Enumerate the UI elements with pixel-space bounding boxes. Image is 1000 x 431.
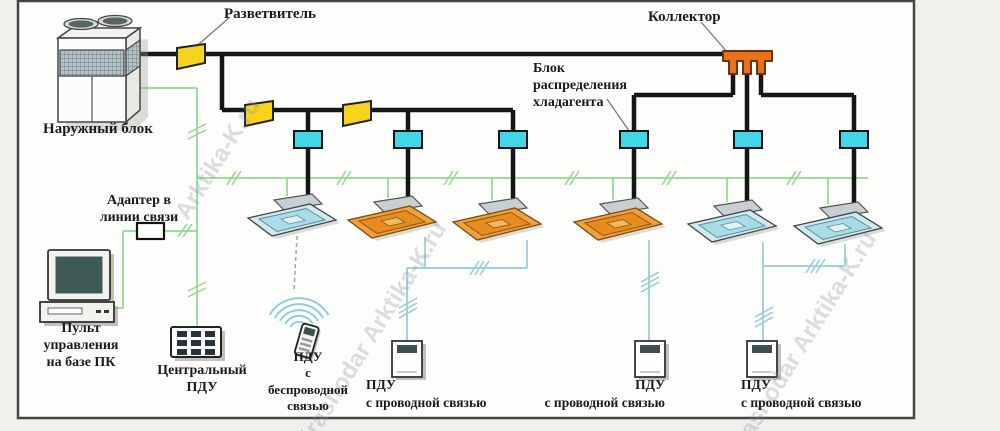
distribution-box-icon (839, 130, 869, 149)
splitter-icon (244, 99, 274, 128)
wired-remote-label: ПДУ с проводной связью (544, 377, 665, 411)
collector-icon (722, 50, 773, 75)
collector-label: Коллектор (648, 9, 721, 25)
distribution-block-label: Блок распределения хладагента (533, 61, 627, 111)
refrigerant-pipe-network (140, 51, 857, 204)
line-break-marks-cyan (398, 258, 826, 328)
outdoor-unit-label: Наружный блок (43, 121, 153, 137)
wireless-remote-label: ПДУ с беспроводной связью (267, 349, 349, 413)
cassette-unit-icon (572, 197, 666, 243)
pc-control-icon (39, 249, 118, 326)
distribution-box-icon (293, 130, 323, 149)
wired-remote-icon (634, 340, 669, 380)
wired-remote-label: ПДУ с проводной связью (741, 377, 862, 411)
splitter-icon (176, 42, 206, 71)
comm-line-cyan-network (406, 237, 846, 341)
adapter-icon (135, 221, 166, 241)
outdoor-unit-icon (55, 14, 148, 131)
pc-control-label: Пульт управления на базе ПК (43, 321, 119, 371)
cassette-unit-icon (686, 199, 780, 245)
wired-remote-icon (746, 340, 781, 380)
cassette-unit-icon (346, 195, 440, 241)
wired-remote-label: ПДУ с проводной связью (366, 377, 487, 411)
wired-remote-icon (391, 340, 426, 380)
cassette-unit-icon (246, 193, 340, 239)
distribution-box-icon (393, 130, 423, 149)
distribution-box-icon (498, 130, 528, 149)
adapter-label: Адаптер в линии связи (99, 193, 179, 226)
wireless-remote-icon (293, 322, 321, 361)
central-remote-icon (170, 326, 225, 361)
splitter-label: Разветвитель (224, 6, 316, 22)
splitter-icon (342, 99, 372, 128)
cassette-unit-icon (792, 201, 886, 247)
distribution-box-icon (733, 130, 763, 149)
distribution-box-icon (619, 130, 649, 149)
central-remote-label: Центральный ПДУ (157, 363, 247, 396)
cassette-unit-icon (451, 197, 545, 243)
line-break-marks-green (177, 123, 802, 298)
